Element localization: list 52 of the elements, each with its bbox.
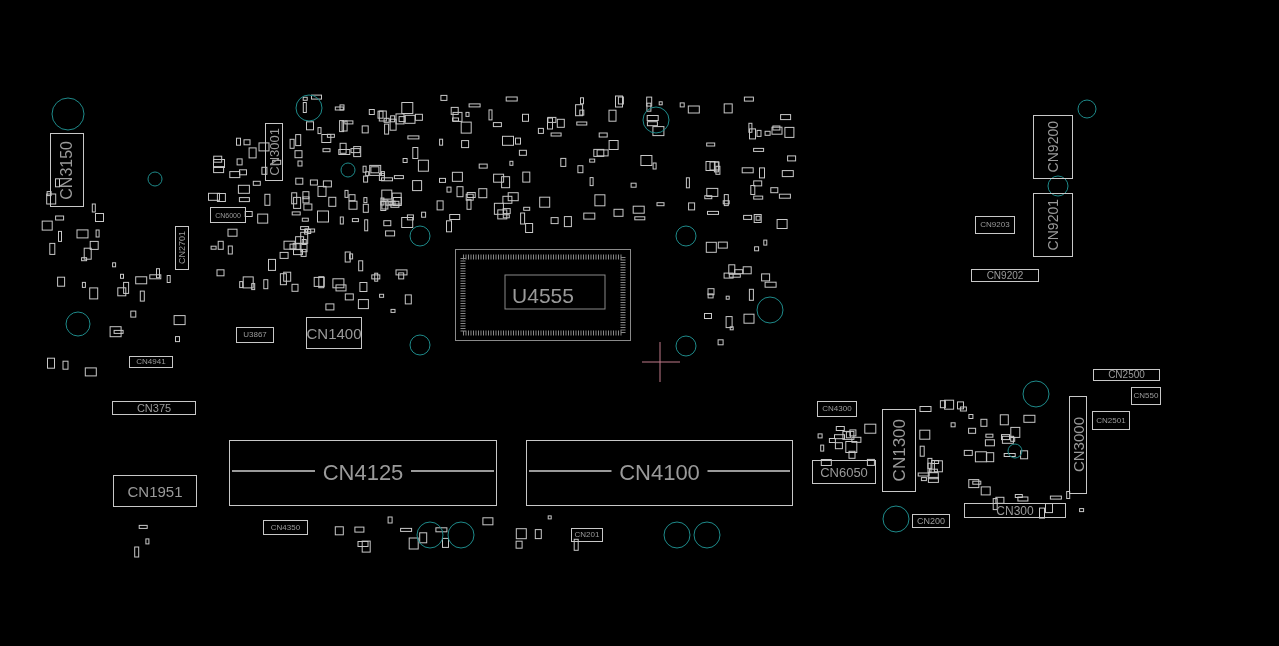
part-designator: CN300 — [996, 504, 1034, 517]
processor-footprint — [455, 249, 631, 341]
connector-footprint — [964, 503, 1066, 518]
part-designator: CN4941 — [136, 358, 166, 366]
part-designator: CN3001 — [267, 128, 281, 176]
part-designator: CN9201 — [1046, 199, 1060, 251]
part-designator: CN1951 — [127, 483, 183, 499]
connector-footprint — [971, 269, 1039, 282]
connector-footprint — [236, 327, 274, 343]
connector-footprint — [1092, 411, 1130, 430]
memory-slot-footprint — [229, 440, 497, 506]
part-designator: CN2500 — [1108, 370, 1145, 380]
connector-footprint — [129, 356, 173, 368]
connector-footprint — [1131, 387, 1161, 405]
connector-footprint — [112, 401, 196, 415]
connector-footprint — [812, 460, 876, 484]
connector-footprint — [265, 123, 283, 181]
part-designator: U3867 — [243, 331, 267, 339]
part-designator: CN9203 — [980, 221, 1010, 229]
part-designator: CN200 — [917, 516, 945, 526]
connector-footprint — [175, 226, 189, 270]
part-designator: CN9202 — [986, 270, 1024, 281]
connector-footprint — [113, 475, 197, 507]
part-designator: CN6050 — [820, 465, 868, 479]
part-designator: CN4100 — [619, 462, 700, 484]
part-designator: CN550 — [1133, 392, 1159, 400]
part-designator: CN1400 — [306, 325, 362, 341]
connector-footprint — [882, 409, 916, 492]
part-designator: CN2501 — [1096, 416, 1126, 425]
part-designator: CN1300 — [890, 419, 908, 482]
part-designator: CN9200 — [1046, 121, 1060, 173]
part-designator: CN4300 — [822, 405, 852, 413]
connector-footprint — [817, 401, 857, 417]
memory-slot-footprint — [526, 440, 793, 506]
connector-footprint — [263, 520, 308, 535]
part-designator: CN201 — [574, 531, 600, 539]
part-designator: CN4125 — [322, 462, 404, 484]
connector-footprint — [1033, 193, 1073, 257]
part-designator: CN3150 — [59, 140, 75, 200]
connector-footprint — [1069, 396, 1087, 494]
connector-footprint — [210, 207, 246, 223]
connector-footprint — [975, 216, 1015, 234]
connector-footprint — [1033, 115, 1073, 179]
part-designator: U4555 — [512, 284, 574, 306]
connector-footprint — [912, 514, 950, 528]
connector-footprint — [50, 133, 84, 207]
part-designator: CN375 — [136, 402, 172, 414]
connector-footprint — [1093, 369, 1160, 381]
part-designator: CN4350 — [270, 523, 301, 532]
part-designator: CN3000 — [1070, 417, 1086, 473]
part-designator: CN2701 — [177, 231, 187, 265]
connector-footprint — [306, 317, 362, 349]
